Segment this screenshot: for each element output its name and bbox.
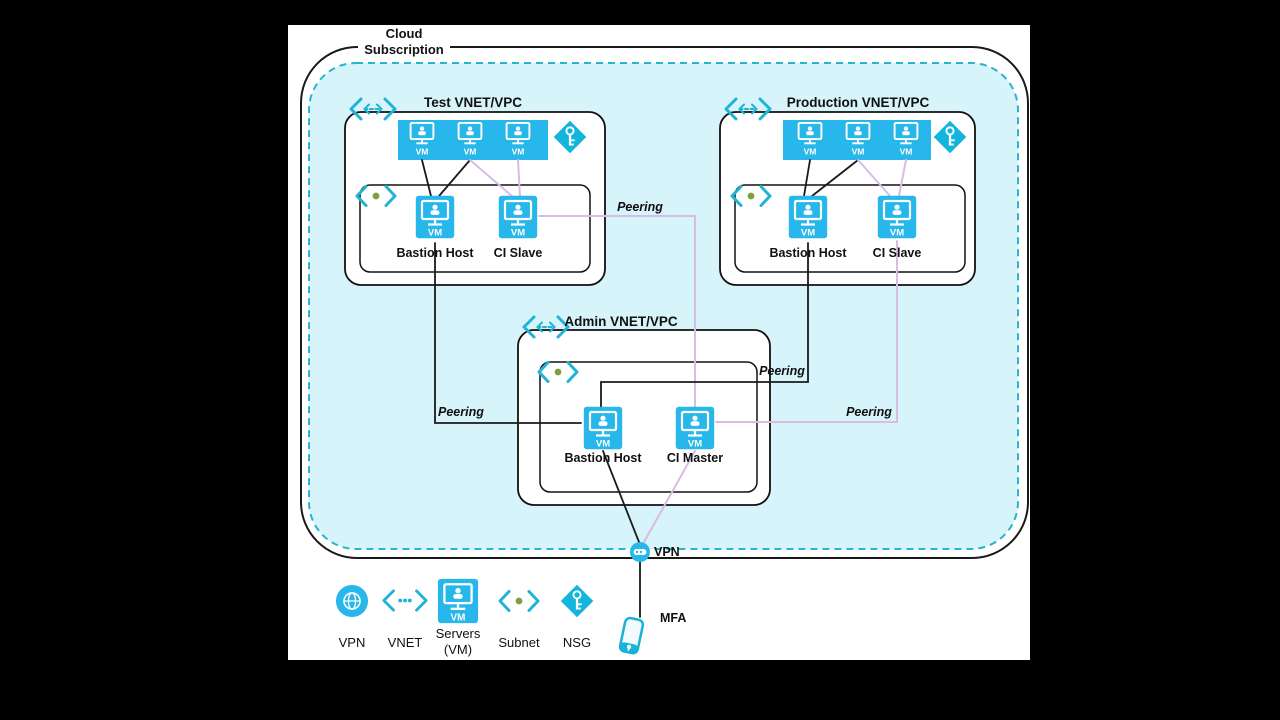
admin-bastion-to-vpn-connector bbox=[602, 450, 640, 543]
peering-test-to-admin-connector bbox=[434, 242, 582, 424]
test-vnet-title: Test VNET/VPC bbox=[424, 95, 522, 110]
cloud-subscription-label-line1: Cloud bbox=[386, 26, 423, 41]
vpn-gateway-icon bbox=[630, 542, 650, 562]
vpn-gateway-label: VPN bbox=[654, 545, 680, 559]
diagram-canvas: VM VM bbox=[288, 25, 1030, 660]
test-ci-slave-label: CI Slave bbox=[494, 246, 543, 260]
admin-vnet-title: Admin VNET/VPC bbox=[564, 314, 678, 329]
admin-ci-to-vpn-connector bbox=[643, 450, 696, 543]
production-bastion-vm-icon bbox=[788, 195, 828, 239]
cloud-subscription-label-line2: Subscription bbox=[364, 42, 444, 57]
production-bastion-label: Bastion Host bbox=[769, 246, 847, 260]
admin-bastion-vm-icon bbox=[583, 406, 623, 450]
architecture-diagram: VM VM bbox=[288, 25, 1030, 660]
production-internal-black-links bbox=[803, 159, 859, 197]
legend-servers-label-line2: (VM) bbox=[444, 642, 472, 657]
peering-label-test-ci: Peering bbox=[617, 200, 663, 214]
mfa-phone-icon bbox=[618, 616, 645, 655]
peering-production-ci-to-master-connector bbox=[715, 240, 898, 423]
legend-subnet-label: Subnet bbox=[498, 635, 540, 650]
peering-production-to-admin-connector bbox=[600, 242, 809, 408]
test-internal-pink-links bbox=[469, 159, 521, 197]
peering-label-test: Peering bbox=[438, 405, 484, 419]
admin-ci-master-vm-icon bbox=[675, 406, 715, 450]
admin-subnet-box bbox=[539, 361, 758, 493]
test-bastion-vm-icon bbox=[415, 195, 455, 239]
legend-servers-label-line1: Servers bbox=[436, 626, 481, 641]
legend-vpn-label: VPN bbox=[339, 635, 366, 650]
test-bastion-label: Bastion Host bbox=[396, 246, 474, 260]
peering-label-production: Peering bbox=[759, 364, 805, 378]
admin-bastion-label: Bastion Host bbox=[564, 451, 642, 465]
production-internal-pink-links bbox=[857, 159, 907, 197]
legend-vpn-icon bbox=[335, 584, 369, 618]
legend-servers-vm-icon bbox=[437, 578, 479, 624]
peering-test-ci-to-master-connector bbox=[538, 215, 696, 408]
production-ci-slave-label: CI Slave bbox=[873, 246, 922, 260]
test-ci-slave-vm-icon bbox=[498, 195, 538, 239]
legend-nsg-label: NSG bbox=[563, 635, 591, 650]
production-ci-slave-vm-icon bbox=[877, 195, 917, 239]
connectors bbox=[421, 159, 907, 618]
admin-ci-master-label: CI Master bbox=[667, 451, 723, 465]
peering-label-production-ci: Peering bbox=[846, 405, 892, 419]
legend-vnet-label: VNET bbox=[388, 635, 423, 650]
cloud-label-backplate bbox=[358, 25, 450, 59]
production-vnet-title: Production VNET/VPC bbox=[787, 95, 930, 110]
mfa-label: MFA bbox=[660, 611, 686, 625]
test-internal-black-links bbox=[421, 159, 471, 197]
